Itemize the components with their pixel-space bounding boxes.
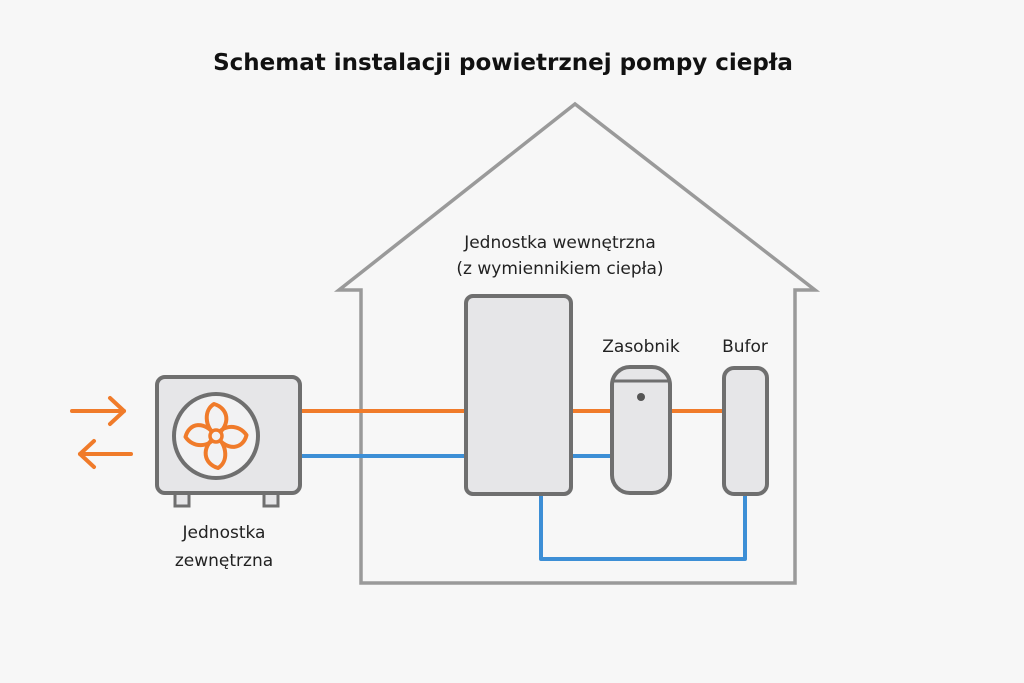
- return-pipe-loop: [539, 493, 747, 561]
- storage-tank-body: [610, 365, 672, 495]
- buffer-tank: [722, 366, 769, 496]
- house-outline: [333, 101, 821, 585]
- diagram-title: Schemat instalacji powietrznej pompy cie…: [213, 50, 793, 76]
- arrow-right-icon: [70, 396, 126, 426]
- outdoor-unit-label-line1: Jednostka: [182, 523, 266, 543]
- indoor-unit-label-line1: Jednostka wewnętrzna: [463, 233, 656, 253]
- outdoor-unit-label-line2: zewnętrzna: [175, 551, 273, 571]
- indoor-unit: [464, 294, 573, 496]
- storage-tank: [610, 365, 672, 495]
- arrow-left-icon: [78, 439, 133, 469]
- buffer-tank-label: Bufor: [722, 337, 768, 357]
- fan-icon: [172, 392, 260, 480]
- storage-tank-label: Zasobnik: [602, 337, 680, 357]
- storage-tank-port: [637, 393, 645, 401]
- indoor-unit-label-line2: (z wymiennikiem ciepła): [456, 259, 663, 279]
- outdoor-unit: [155, 375, 302, 508]
- pipes: [300, 409, 747, 561]
